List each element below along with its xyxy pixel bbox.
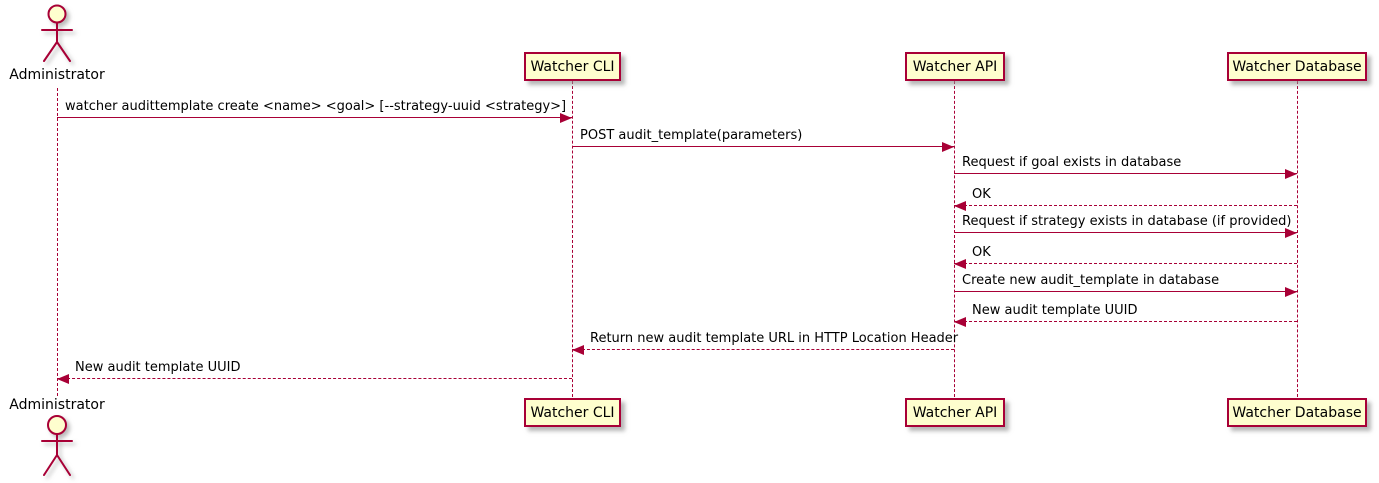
administrator-actor-icon: [41, 4, 73, 62]
arrowhead-right-icon: [1285, 228, 1297, 238]
lifeline-watcher-api: [954, 81, 955, 397]
message-label: Create new audit_template in database: [962, 273, 1220, 288]
lifeline-administrator: [57, 88, 58, 396]
message-line: [57, 374, 572, 384]
message-goal-ok: OK: [954, 187, 1297, 211]
message-label: Return new audit template URL in HTTP Lo…: [590, 331, 959, 346]
message-strategy-ok: OK: [954, 245, 1297, 269]
message-label: New audit template UUID: [972, 303, 1138, 318]
message-line: [954, 228, 1297, 238]
message-request-strategy-exists: Request if strategy exists in database (…: [954, 214, 1297, 238]
arrowhead-left-icon: [57, 374, 69, 384]
lifeline-watcher-cli: [572, 81, 573, 397]
message-create-audit-template-db: Create new audit_template in database: [954, 273, 1297, 297]
arrowhead-right-icon: [560, 113, 572, 123]
participant-watcher-database-top: Watcher Database: [1227, 52, 1367, 81]
message-line: [954, 259, 1297, 269]
administrator-actor-icon: [41, 415, 73, 476]
participant-watcher-cli-top: Watcher CLI: [524, 52, 621, 81]
message-line: [954, 169, 1297, 179]
participant-watcher-api-top: Watcher API: [905, 52, 1005, 81]
participant-watcher-cli-bottom: Watcher CLI: [524, 398, 621, 427]
participant-watcher-database-bottom: Watcher Database: [1227, 398, 1367, 427]
arrowhead-left-icon: [954, 259, 966, 269]
message-post-audit-template: POST audit_template(parameters): [572, 128, 954, 152]
message-label: Request if strategy exists in database (…: [962, 214, 1292, 229]
message-new-uuid-to-admin: New audit template UUID: [57, 360, 572, 384]
arrowhead-left-icon: [572, 345, 584, 355]
message-return-url-location-header: Return new audit template URL in HTTP Lo…: [572, 331, 959, 355]
message-line: [572, 142, 954, 152]
message-line: [954, 201, 1297, 211]
arrowhead-left-icon: [954, 201, 966, 211]
lifeline-watcher-database: [1297, 81, 1298, 397]
message-line: [57, 113, 572, 123]
actor-label-administrator-bottom: Administrator: [9, 397, 105, 413]
arrowhead-right-icon: [1285, 287, 1297, 297]
message-label: POST audit_template(parameters): [580, 128, 803, 143]
message-label: watcher audittemplate create <name> <goa…: [65, 99, 567, 114]
participant-watcher-api-bottom: Watcher API: [905, 398, 1005, 427]
arrowhead-right-icon: [1285, 169, 1297, 179]
message-label: Request if goal exists in database: [962, 155, 1182, 170]
arrowhead-right-icon: [942, 142, 954, 152]
message-label: OK: [972, 245, 991, 260]
message-new-uuid-from-db: New audit template UUID: [954, 303, 1297, 327]
message-line: [954, 317, 1297, 327]
message-line: [572, 345, 954, 355]
message-request-goal-exists: Request if goal exists in database: [954, 155, 1297, 179]
message-label: OK: [972, 187, 991, 202]
message-label: New audit template UUID: [75, 360, 241, 375]
message-create-audittemplate: watcher audittemplate create <name> <goa…: [57, 99, 572, 123]
arrowhead-left-icon: [954, 317, 966, 327]
actor-label-administrator-top: Administrator: [9, 67, 105, 83]
message-line: [954, 287, 1297, 297]
